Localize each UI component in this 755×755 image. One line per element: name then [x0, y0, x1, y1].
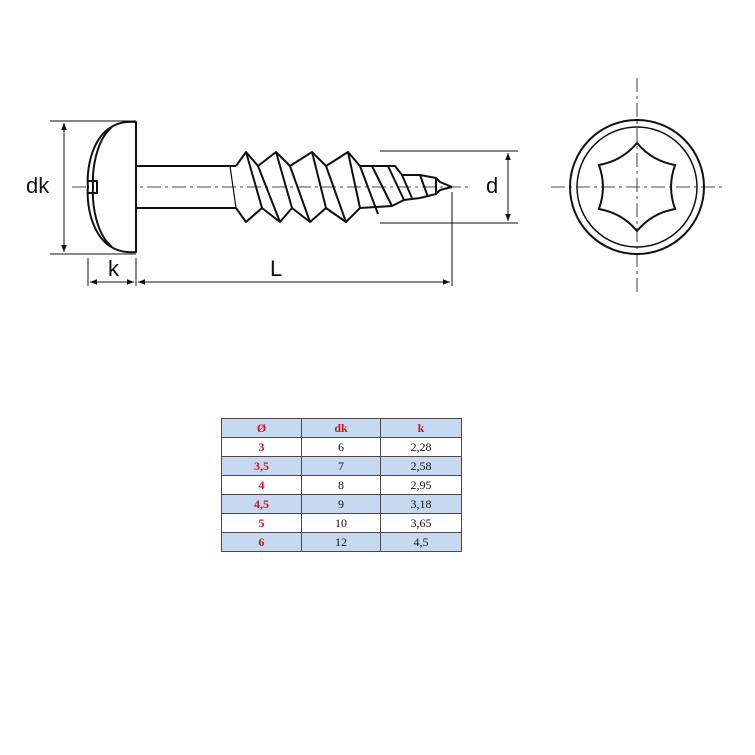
cell-dk: 9 — [301, 494, 381, 514]
k-label: k — [108, 256, 120, 281]
dimension-d — [380, 150, 518, 224]
cell-diameter: 3 — [221, 437, 302, 457]
cell-k: 4,5 — [380, 532, 462, 552]
cell-k: 2,58 — [380, 456, 462, 476]
size-specification-table: Ø dk k 3 6 2,28 3,5 7 2,58 4 8 2,95 4,5 … — [221, 418, 462, 552]
cell-diameter: 5 — [221, 513, 302, 533]
cell-dk: 6 — [301, 437, 381, 457]
l-label: L — [270, 256, 282, 281]
cell-diameter: 4 — [221, 475, 302, 495]
d-label: d — [486, 173, 498, 198]
cell-k: 3,65 — [380, 513, 462, 533]
table-header-row: Ø dk k — [221, 418, 462, 438]
table-row: 6 12 4,5 — [221, 532, 462, 552]
torx-head-icon — [551, 78, 723, 292]
screw-side-view-icon — [72, 120, 470, 254]
table-row: 3 6 2,28 — [221, 437, 462, 457]
cell-dk: 8 — [301, 475, 381, 495]
cell-diameter: 6 — [221, 532, 302, 552]
table-row: 4,5 9 3,18 — [221, 494, 462, 514]
cell-k: 2,95 — [380, 475, 462, 495]
table-row: 4 8 2,95 — [221, 475, 462, 495]
cell-diameter: 3,5 — [221, 456, 302, 476]
cell-dk: 10 — [301, 513, 381, 533]
dk-label: dk — [26, 173, 50, 198]
dimension-k-and-l — [87, 192, 453, 286]
table-row: 5 10 3,65 — [221, 513, 462, 533]
cell-k: 2,28 — [380, 437, 462, 457]
header-dk: dk — [301, 418, 381, 438]
header-k: k — [380, 418, 462, 438]
cell-diameter: 4,5 — [221, 494, 302, 514]
header-diameter: Ø — [221, 418, 302, 438]
cell-dk: 12 — [301, 532, 381, 552]
dimension-dk — [50, 120, 136, 255]
cell-dk: 7 — [301, 456, 381, 476]
table-row: 3,5 7 2,58 — [221, 456, 462, 476]
screw-technical-drawing: dk k L d — [26, 78, 723, 292]
cell-k: 3,18 — [380, 494, 462, 514]
